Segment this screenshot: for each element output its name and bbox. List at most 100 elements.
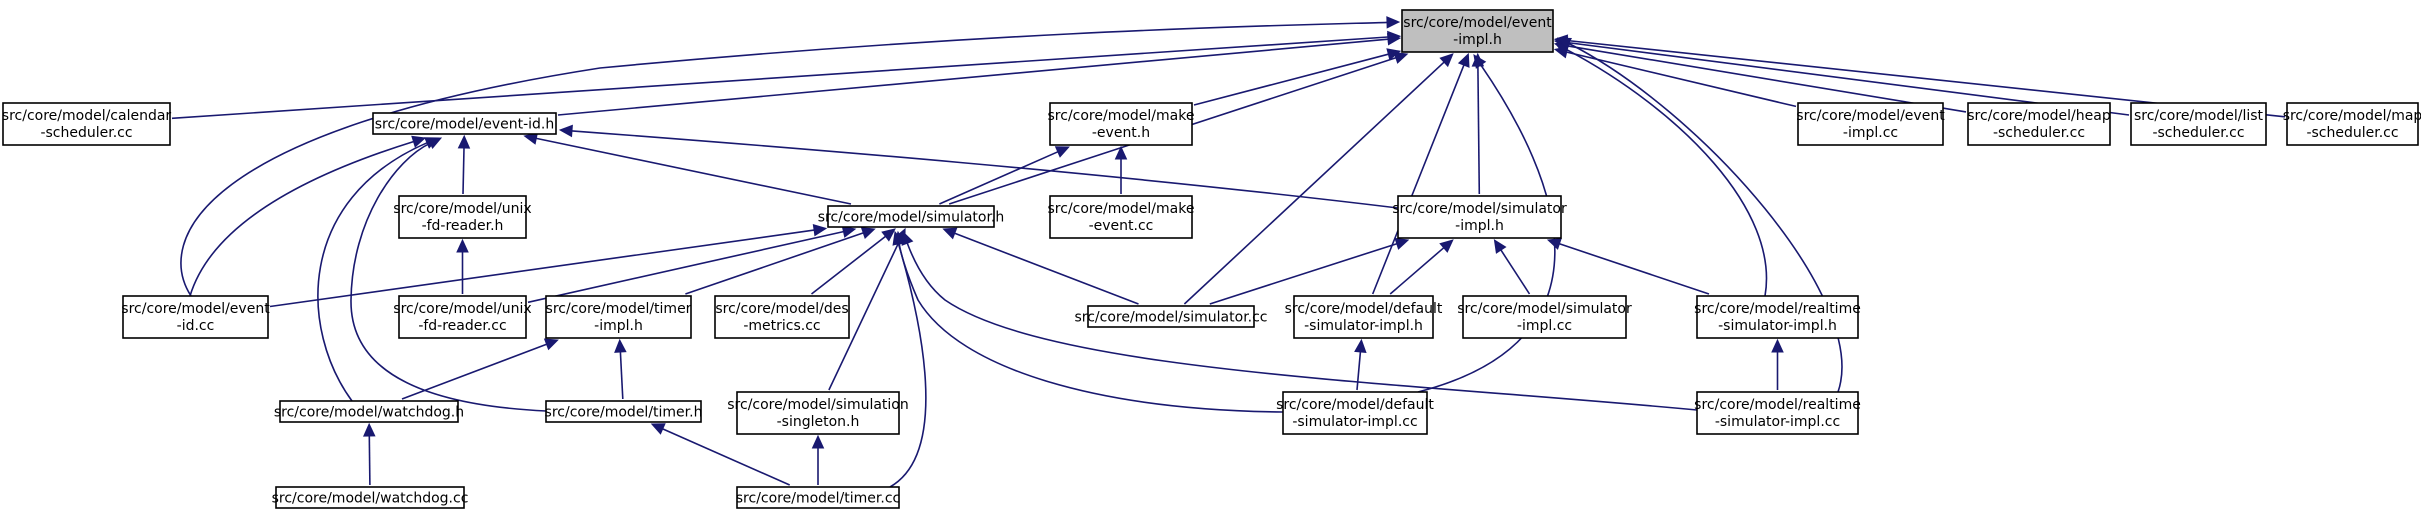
- node-label-line: src/core/model/default: [1276, 397, 1434, 413]
- edges-layer: [171, 16, 2286, 488]
- node-event-id-cc[interactable]: src/core/model/event-id.cc: [121, 295, 270, 339]
- node-event-impl-cc[interactable]: src/core/model/event-impl.cc: [1796, 102, 1945, 146]
- arrowhead-icon: [811, 434, 825, 449]
- node-unix-h[interactable]: src/core/model/unix-fd-reader.h: [393, 195, 532, 239]
- edge-line: [1568, 42, 1843, 393]
- node-box: [1293, 295, 1434, 339]
- edge-rt-h-to-sim-impl-h: [1546, 238, 1710, 295]
- edge-def-sim-cc-to-def-sim-h: [1354, 338, 1367, 391]
- node-label-line: src/core/model/make: [1048, 108, 1195, 124]
- node-label-line: src/core/model/event: [121, 301, 270, 317]
- node-box: [2130, 102, 2267, 146]
- node-map-cc[interactable]: src/core/model/map-scheduler.cc: [2283, 102, 2421, 146]
- node-sim-impl-h[interactable]: src/core/model/simulator-impl.h: [1392, 195, 1567, 239]
- node-label-line: -simulator-impl.cc: [1715, 414, 1840, 430]
- node-watchdog-h[interactable]: src/core/model/watchdog.h: [274, 400, 464, 423]
- edge-line: [171, 36, 1389, 120]
- arrowhead-icon: [1556, 37, 1572, 50]
- arrowhead-icon: [1114, 145, 1128, 160]
- node-label-line: src/core/model/simulation: [727, 397, 909, 413]
- node-label-line: src/core/model/timer: [546, 301, 692, 317]
- arrowhead-icon: [427, 137, 443, 150]
- node-box: [279, 400, 459, 423]
- edge-line: [1389, 247, 1445, 295]
- node-box: [1696, 295, 1859, 339]
- node-label-line: src/core/model/list: [2134, 108, 2264, 124]
- edge-line: [1183, 61, 1445, 305]
- node-label-line: -scheduler.cc: [2152, 125, 2244, 141]
- edge-make-event-h-to-event-impl-h: [1193, 48, 1402, 106]
- node-label-line: src/core/model/realtime: [1694, 397, 1861, 413]
- node-timer-impl-h[interactable]: src/core/model/timer-impl.h: [545, 295, 692, 339]
- arrowhead-icon: [901, 230, 914, 246]
- node-box: [545, 295, 692, 339]
- node-def-sim-cc[interactable]: src/core/model/default-simulator-impl.cc: [1276, 391, 1434, 435]
- node-watchdog-cc[interactable]: src/core/model/watchdog.cc: [272, 486, 469, 509]
- node-label-line: src/core/model/simulator: [1392, 201, 1567, 217]
- node-event-id-h[interactable]: src/core/model/event-id.h: [372, 112, 557, 135]
- node-simulator-cc[interactable]: src/core/model/simulator.cc: [1074, 305, 1268, 328]
- node-unix-cc[interactable]: src/core/model/unix-fd-reader.cc: [393, 295, 532, 339]
- edge-line: [889, 243, 927, 488]
- arrowhead-icon: [1473, 54, 1487, 69]
- edge-line: [1566, 51, 1797, 108]
- node-simulator-h[interactable]: src/core/model/simulator.h: [818, 205, 1005, 228]
- edge-simulator-cc-to-simulator-h: [942, 227, 1139, 305]
- edge-line: [954, 232, 1139, 305]
- node-label-line: src/core/model/watchdog.h: [274, 405, 464, 421]
- edge-timer-h-to-event-id-h: [350, 137, 547, 412]
- arrowhead-icon: [1439, 239, 1454, 253]
- node-box: [1462, 295, 1627, 339]
- edge-line: [906, 242, 1698, 411]
- node-label-line: -simulator-impl.h: [1304, 318, 1423, 334]
- node-label-line: -metrics.cc: [743, 318, 820, 334]
- node-box: [1087, 305, 1255, 328]
- edge-simulator-cc-to-sim-impl-h: [1209, 237, 1410, 305]
- node-calendar-cc[interactable]: src/core/model/calendar-scheduler.cc: [2, 102, 172, 146]
- edge-line: [527, 230, 844, 304]
- edge-sim-impl-h-to-event-impl-h: [1471, 52, 1485, 195]
- node-label-line: src/core/model/map: [2283, 108, 2421, 124]
- arrowhead-icon: [457, 134, 471, 149]
- edge-line: [1209, 242, 1398, 305]
- node-event-impl-h[interactable]: src/core/model/event-impl.h: [1401, 9, 1554, 53]
- node-label-line: -scheduler.cc: [40, 125, 132, 141]
- node-singleton-h[interactable]: src/core/model/simulation-singleton.h: [727, 391, 909, 435]
- node-label-line: src/core/model/timer.h: [545, 405, 703, 421]
- edge-unix-cc-to-simulator-h: [527, 225, 857, 304]
- arrowhead-icon: [881, 228, 896, 242]
- node-rt-cc[interactable]: src/core/model/realtime-simulator-impl.c…: [1694, 391, 1861, 435]
- edge-line: [350, 142, 547, 412]
- edge-line: [571, 130, 1399, 209]
- node-list-cc[interactable]: src/core/model/list-scheduler.cc: [2130, 102, 2267, 146]
- node-make-event-h[interactable]: src/core/model/make-event.h: [1048, 102, 1195, 146]
- edge-line: [939, 151, 1059, 205]
- node-box: [1397, 195, 1562, 239]
- node-heap-cc[interactable]: src/core/model/heap-scheduler.cc: [1967, 102, 2111, 146]
- node-make-event-cc[interactable]: src/core/model/make-event.cc: [1048, 195, 1195, 239]
- node-des-cc[interactable]: src/core/model/des-metrics.cc: [714, 295, 850, 339]
- edge-des-cc-to-simulator-h: [811, 228, 896, 295]
- arrowhead-icon: [543, 338, 559, 351]
- edge-line: [898, 243, 1284, 413]
- edge-line: [685, 232, 864, 295]
- edge-line: [1371, 64, 1465, 295]
- node-sim-impl-cc[interactable]: src/core/model/simulator-impl.cc: [1457, 295, 1632, 339]
- edge-rt-h-to-event-impl-h: [1554, 43, 1768, 297]
- arrowhead-icon: [1386, 16, 1401, 29]
- node-timer-h[interactable]: src/core/model/timer.h: [545, 400, 703, 423]
- edge-line: [1500, 249, 1531, 295]
- node-def-sim-h[interactable]: src/core/model/default-simulator-impl.h: [1285, 295, 1443, 339]
- edge-unix-cc-to-unix-h: [456, 238, 469, 294]
- edge-def-sim-h-to-sim-impl-h: [1389, 239, 1454, 295]
- node-label-line: src/core/model/make: [1048, 201, 1195, 217]
- arrowhead-icon: [1386, 32, 1402, 46]
- edge-watchdog-h-to-event-id-h: [317, 137, 440, 402]
- node-timer-cc[interactable]: src/core/model/timer.cc: [736, 486, 900, 509]
- node-label-line: src/core/model/heap: [1967, 108, 2111, 124]
- node-rt-h[interactable]: src/core/model/realtime-simulator-impl.h: [1694, 295, 1861, 339]
- edge-rt-cc-to-event-impl-h: [1556, 37, 1843, 393]
- node-label-line: -id.cc: [177, 318, 215, 334]
- arrowhead-icon: [1771, 338, 1784, 353]
- edge-line: [536, 137, 852, 205]
